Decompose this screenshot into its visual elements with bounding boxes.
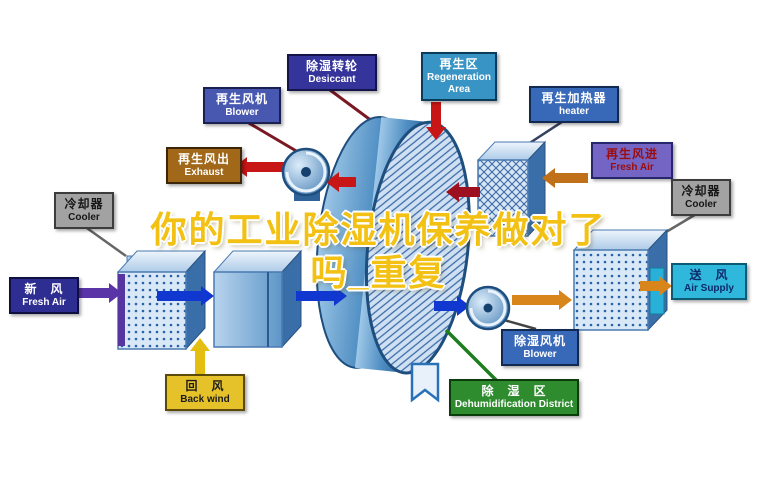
label-regen-area: 再生区 Regeneration Area <box>421 52 497 101</box>
label-cooler-right-en: Cooler <box>685 198 717 210</box>
label-dehumid-blower-zh: 除湿风机 <box>513 334 566 348</box>
regen-blower-fan <box>281 147 331 201</box>
supply-air-unit <box>572 228 669 332</box>
label-regen-fresh-air: 再生风进 Fresh Air <box>591 142 673 179</box>
label-exhaust-zh: 再生风出 <box>177 152 230 166</box>
fresh-air-unit <box>116 249 207 351</box>
label-regen-fresh-air-zh: 再生风进 <box>605 147 658 161</box>
label-desiccant-en: Desiccant <box>308 73 356 85</box>
label-cooler-left-zh: 冷却器 <box>64 197 104 211</box>
label-regen-blower-en: Blower <box>225 106 259 118</box>
label-dehumid-district: 除 湿 区 Dehumidification District <box>449 379 579 416</box>
rotor-to-fan-arrow <box>434 296 470 316</box>
watermark-line-2: 吗_重复 <box>310 252 447 293</box>
rotor-to-blower-arrow <box>326 172 356 192</box>
blower-to-supply-arrow <box>512 290 572 310</box>
label-dehumid-blower-en: Blower <box>523 348 557 360</box>
supply-out-arrow <box>640 276 672 296</box>
label-regen-heater-zh: 再生加热器 <box>541 91 607 105</box>
label-desiccant-zh: 除湿转轮 <box>305 59 358 73</box>
dehumid-zone-line <box>444 328 500 384</box>
label-dehumid-district-zh: 除 湿 区 <box>481 384 547 398</box>
regen-intake-arrow <box>542 168 588 188</box>
label-dehumid-district-en: Dehumidification District <box>454 398 574 410</box>
mixing-unit <box>212 249 303 349</box>
label-back-wind: 回 风 Back wind <box>165 374 245 411</box>
label-air-supply: 送 风 Air Supply <box>671 263 747 300</box>
exhaust-arrow <box>234 157 288 177</box>
heater-to-rotor-arrow <box>446 182 480 202</box>
label-regen-area-zh: 再生区 <box>439 57 479 71</box>
label-dehumid-blower: 除湿风机 Blower <box>501 329 579 366</box>
fresh-air-arrow <box>76 283 122 303</box>
dehumid-blower-fan <box>465 285 511 331</box>
label-back-wind-zh: 回 风 <box>185 379 225 393</box>
label-cooler-right: 冷却器 Cooler <box>671 179 731 216</box>
label-regen-blower-zh: 再生风机 <box>215 92 268 106</box>
label-regen-heater-en: heater <box>558 105 589 117</box>
label-cooler-left-en: Cooler <box>68 211 100 223</box>
return-air-arrow <box>190 338 210 374</box>
process-air-arrow-1 <box>157 286 214 306</box>
label-regen-fresh-air-en: Fresh Air <box>610 161 654 173</box>
label-fresh-air-zh: 新 风 <box>24 282 64 296</box>
rotor-ribbon <box>410 362 440 403</box>
label-back-wind-en: Back wind <box>180 393 230 405</box>
watermark-line-1: 你的工业除湿机保养做对了 <box>150 209 607 250</box>
heater-unit <box>476 140 547 238</box>
regen-area-arrow <box>426 102 446 140</box>
flow-arrows <box>76 102 672 374</box>
label-air-supply-en: Air Supply <box>683 282 734 294</box>
label-exhaust: 再生风出 Exhaust <box>166 147 242 184</box>
label-regen-heater: 再生加热器 heater <box>529 86 619 123</box>
label-regen-area-en: Regeneration Area <box>427 71 491 95</box>
label-air-supply-zh: 送 风 <box>689 268 729 282</box>
process-air-arrow-2 <box>296 286 347 306</box>
label-cooler-right-zh: 冷却器 <box>681 184 721 198</box>
label-cooler-left: 冷却器 Cooler <box>54 192 114 229</box>
label-fresh-air: 新 风 Fresh Air <box>9 277 79 314</box>
label-exhaust-en: Exhaust <box>184 166 224 178</box>
label-desiccant: 除湿转轮 Desiccant <box>287 54 377 91</box>
label-regen-blower: 再生风机 Blower <box>203 87 281 124</box>
label-fresh-air-en: Fresh Air <box>22 296 66 308</box>
